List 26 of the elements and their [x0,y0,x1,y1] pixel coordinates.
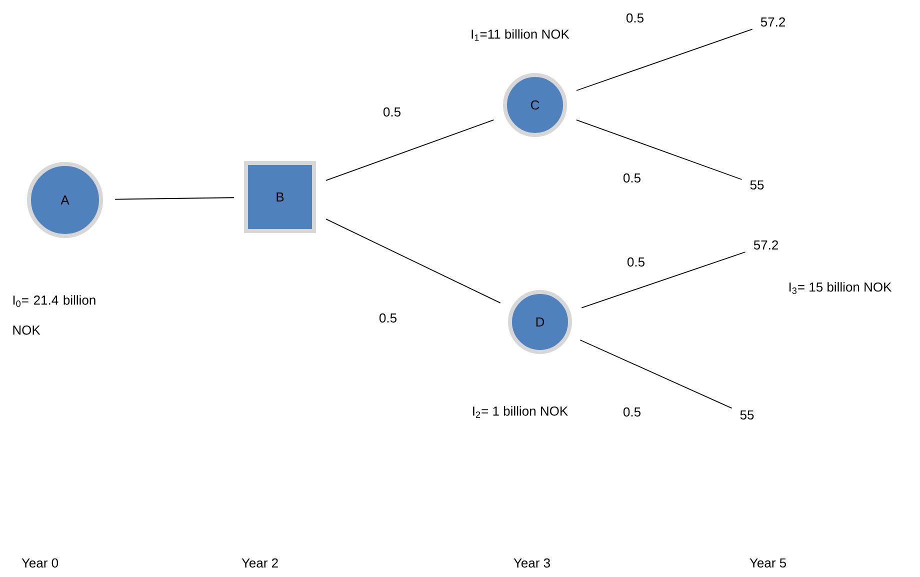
year-label: Year 0 [22,558,58,568]
branch-line [576,119,742,180]
outcome-value: 55 [740,410,754,420]
branch-line [114,197,234,200]
branch-line [576,28,753,91]
outcome-value: 57.2 [754,240,778,250]
branch-line [581,252,746,308]
probability-label: 0.5 [622,172,642,184]
node-square: B [244,161,316,233]
year-label: Year 5 [750,558,786,568]
probability-label: 0.5 [626,256,646,268]
investment-label: I$_{1}$=11 billion NOK [472,29,570,41]
probability-label: 0.5 [382,106,402,118]
probability-label: 0.5 [622,406,642,418]
outcome-value: 57.2 [760,17,785,27]
investment-label: I$_{2}$= 1 billion NOK [473,406,568,418]
investment-label: I$_{3}$= 15 billion NOK [789,282,892,294]
year-label: Year 3 [514,558,550,568]
branch-line [326,119,494,181]
year-label: Year 2 [242,558,278,568]
probability-label: 0.5 [624,12,646,24]
probability-label: 0.5 [378,312,398,324]
outcome-value: 55 [750,180,764,190]
branch-line [580,340,732,409]
branch-line [326,218,501,304]
investment-label: I$_{0}$= 21.4 billion NOK [13,295,96,335]
